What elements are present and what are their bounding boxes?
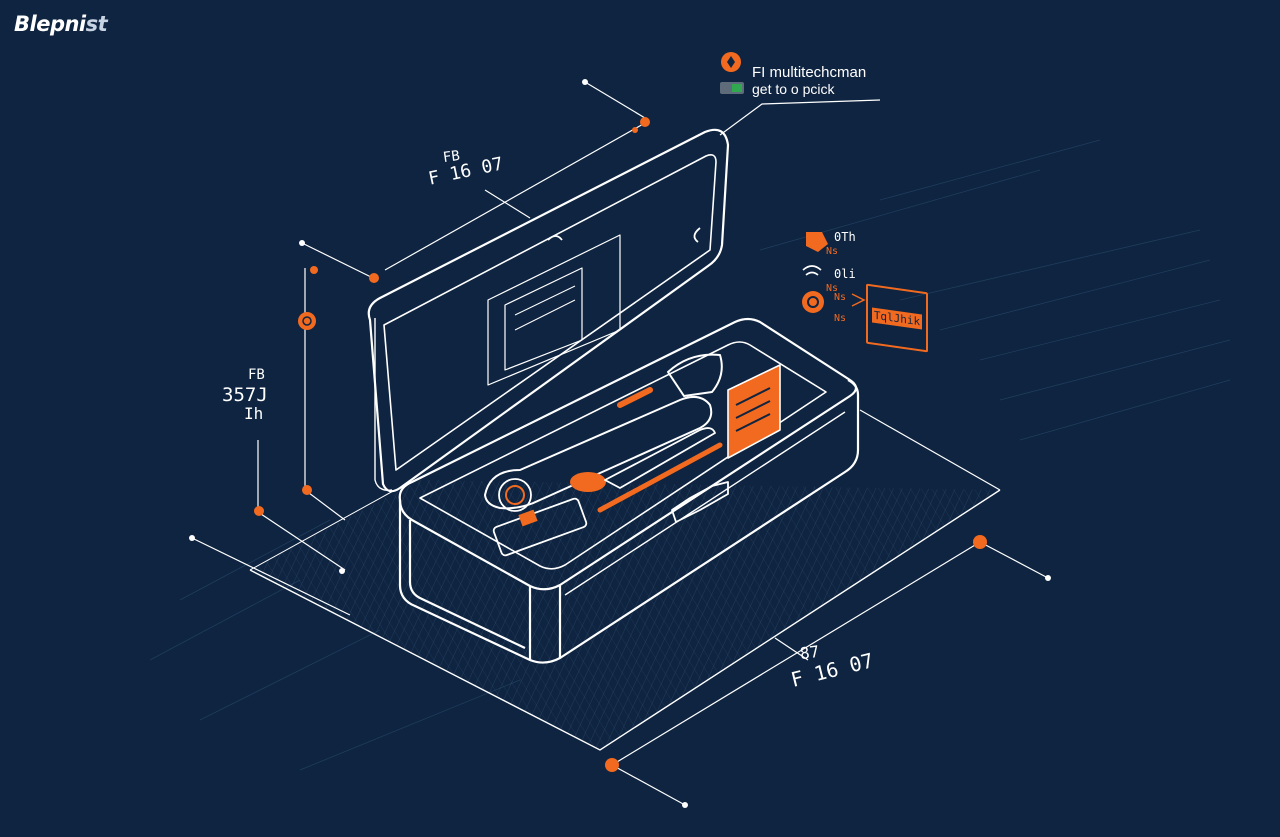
endpoint-dot <box>310 266 318 274</box>
endpoint-dot <box>254 506 264 516</box>
legend-icons <box>802 232 866 313</box>
dimension-lines <box>191 81 1049 806</box>
toolbox-lid <box>367 128 730 493</box>
tray-tools <box>484 353 781 557</box>
callout-note: FI multitechcman get to o pcick <box>752 64 866 98</box>
circle-icon <box>802 291 824 313</box>
dimension-endpoints <box>189 79 1051 808</box>
spec-tag-label: TqlJhik <box>871 306 923 330</box>
endpoint-dot <box>339 568 345 574</box>
endpoint-dot <box>1045 575 1051 581</box>
toolbox-base <box>398 317 860 664</box>
endpoint-dot <box>605 758 619 772</box>
dimension-label-left-c: Ih <box>244 404 264 423</box>
endpoint-dot <box>369 273 379 283</box>
callout-line-2: get to o pcick <box>752 81 835 97</box>
endpoint-dot <box>298 312 316 330</box>
legend-item-label: 0li <box>834 267 856 281</box>
endpoint-dot <box>640 117 650 127</box>
endpoint-dot <box>302 485 312 495</box>
legend-item-sub: Ns <box>826 246 839 257</box>
endpoint-dot <box>973 535 987 549</box>
endpoint-dot <box>632 127 638 133</box>
legend-item-sub: Ns <box>826 283 839 294</box>
wave-icon <box>802 265 822 276</box>
dimension-label-left-b: 357J <box>222 384 268 406</box>
dimension-label-bottom-a: 87 <box>798 641 821 664</box>
callout-icons <box>720 52 744 94</box>
legend-item-label: 0Th <box>834 230 856 244</box>
legend-item-label: Ns <box>834 292 847 303</box>
brand-logo: Blepnist <box>14 12 108 36</box>
endpoint-dot <box>299 240 305 246</box>
dimension-label-left-a: FB <box>248 367 265 383</box>
flag-icon <box>806 232 828 252</box>
spec-tag: TqlJhik <box>866 283 928 353</box>
endpoint-dot <box>189 535 195 541</box>
endpoint-dot <box>582 79 588 85</box>
endpoint-dot <box>682 802 688 808</box>
callout-line-1: FI multitechcman <box>752 64 867 81</box>
legend-item-sub: Ns <box>834 313 847 324</box>
